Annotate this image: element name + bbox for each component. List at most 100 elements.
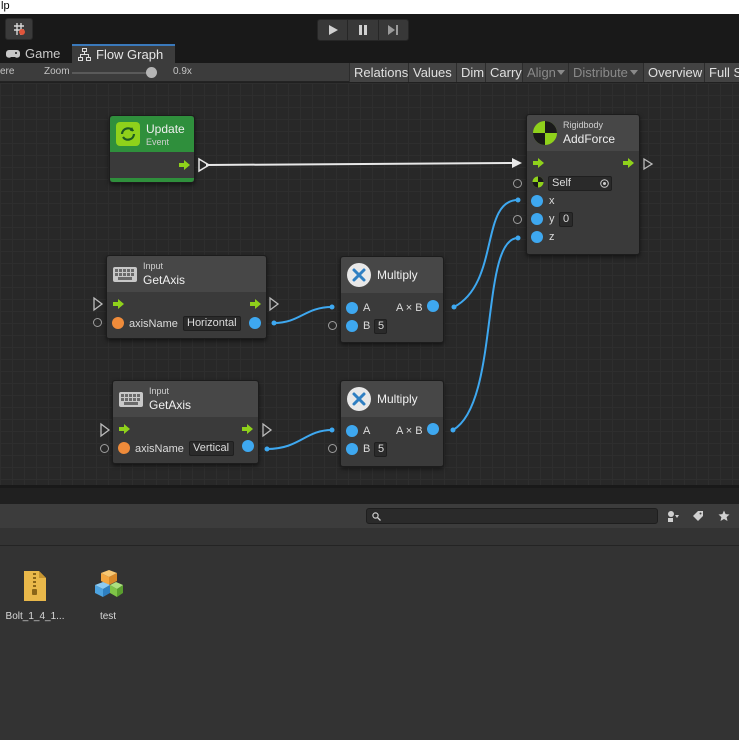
node-title: GetAxis — [143, 273, 186, 287]
keyboard-icon — [119, 392, 143, 407]
carry-button[interactable]: Carry — [485, 63, 526, 82]
axisname-input-port[interactable] — [118, 442, 130, 454]
align-dropdown[interactable]: Align — [522, 63, 572, 82]
axisname-field[interactable]: Horizontal — [183, 316, 241, 331]
align-label: Align — [527, 65, 556, 80]
target-value: Self — [552, 177, 571, 189]
node-title: AddForce — [563, 132, 616, 146]
update-loop-icon — [116, 122, 140, 146]
flow-graph-icon — [78, 48, 91, 61]
getaxis-vertical-node[interactable]: Input GetAxis axisName Vertical — [112, 380, 259, 464]
play-icon — [328, 25, 338, 35]
tab-flow-graph[interactable]: Flow Graph — [72, 44, 175, 63]
pause-icon — [358, 25, 367, 35]
port-label-z: z — [549, 231, 555, 243]
control-input-icon[interactable] — [119, 424, 130, 434]
search-input[interactable] — [366, 508, 658, 524]
param-label: axisName — [129, 318, 178, 330]
fullscreen-button[interactable]: Full S — [704, 63, 739, 82]
zoom-slider-thumb[interactable] — [146, 67, 157, 78]
step-button[interactable] — [379, 20, 408, 40]
b-default-port[interactable] — [328, 321, 337, 330]
window-tabs: Game Flow Graph — [0, 44, 739, 63]
y-default-port[interactable] — [513, 215, 522, 224]
control-output-icon[interactable] — [242, 424, 253, 434]
port-label-b: B — [363, 443, 371, 455]
a-input-port[interactable] — [346, 425, 358, 437]
y-input-port[interactable] — [531, 213, 543, 225]
b-input-port[interactable] — [346, 443, 358, 455]
output-label: A × B — [396, 425, 423, 437]
project-toolbar — [0, 504, 739, 528]
target-default-port[interactable] — [513, 179, 522, 188]
asset-item[interactable]: test — [73, 570, 143, 622]
node-title: Multiply — [377, 268, 418, 282]
step-icon — [388, 25, 399, 35]
filter-by-type-button[interactable] — [664, 508, 682, 524]
product-output-port[interactable] — [427, 423, 439, 435]
b-input-port[interactable] — [346, 320, 358, 332]
asset-item[interactable]: Bolt_1_4_1... — [0, 570, 70, 622]
relations-button[interactable]: Relations — [349, 63, 413, 82]
node-header: Multiply — [341, 381, 443, 417]
collab-icon — [14, 23, 25, 35]
x-input-port[interactable] — [531, 195, 543, 207]
value-wire — [273, 306, 333, 324]
node-header: Input GetAxis — [107, 256, 266, 292]
y-value-field[interactable]: 0 — [559, 212, 573, 227]
value-wire — [453, 199, 519, 308]
panel-divider[interactable] — [0, 485, 739, 488]
search-icon — [372, 512, 381, 521]
z-input-port[interactable] — [531, 231, 543, 243]
axisname-default-port[interactable] — [93, 318, 102, 327]
getaxis-horizontal-node[interactable]: Input GetAxis axisName Horizontal — [106, 255, 267, 339]
control-output-icon[interactable] — [623, 158, 634, 168]
output-label: A × B — [396, 302, 423, 314]
update-event-node[interactable]: Update Event — [109, 115, 195, 183]
filter-type-icon — [667, 510, 679, 522]
control-input-icon[interactable] — [113, 299, 124, 309]
control-output-icon[interactable] — [179, 160, 190, 170]
chevron-down-icon — [557, 70, 565, 75]
b-value-field[interactable]: 5 — [374, 319, 387, 334]
node-header: Rigidbody AddForce — [527, 115, 639, 151]
collab-button[interactable] — [5, 18, 33, 40]
asset-name: test — [99, 611, 117, 622]
object-picker-icon[interactable] — [600, 179, 609, 188]
multiply-node-1[interactable]: Multiply A A × B B 5 — [340, 256, 444, 343]
value-output-port[interactable] — [249, 317, 261, 329]
favorites-button[interactable] — [715, 508, 733, 524]
distribute-dropdown[interactable]: Distribute — [568, 63, 644, 82]
dim-button[interactable]: Dim — [456, 63, 489, 82]
distribute-label: Distribute — [573, 65, 628, 80]
axisname-input-port[interactable] — [112, 317, 124, 329]
axisname-field[interactable]: Vertical — [189, 441, 234, 456]
graph-canvas[interactable]: Update Event Rigidbody AddForce Self x y… — [0, 83, 739, 485]
b-value: 5 — [378, 443, 385, 455]
tab-game[interactable]: Game — [0, 44, 70, 63]
addforce-node[interactable]: Rigidbody AddForce Self x y 0 z — [526, 114, 640, 255]
control-input-icon[interactable] — [533, 158, 544, 168]
value-wire — [266, 429, 333, 450]
target-field[interactable]: Self — [548, 176, 612, 191]
menu-item-fragment[interactable]: lp — [1, 0, 10, 12]
asset-name: Bolt_1_4_1... — [5, 611, 65, 622]
tab-label: Game — [25, 46, 61, 61]
overview-button[interactable]: Overview — [643, 63, 707, 82]
zoom-slider[interactable] — [72, 72, 156, 74]
tag-icon — [693, 511, 703, 521]
b-default-port[interactable] — [328, 444, 337, 453]
pause-button[interactable] — [348, 20, 379, 40]
product-output-port[interactable] — [427, 300, 439, 312]
values-button[interactable]: Values — [408, 63, 456, 82]
play-button[interactable] — [318, 20, 349, 40]
node-title: Update — [146, 122, 185, 136]
axisname-default-port[interactable] — [100, 444, 109, 453]
param-label: axisName — [135, 443, 184, 455]
filter-by-label-button[interactable] — [689, 508, 707, 524]
control-output-icon[interactable] — [250, 299, 261, 309]
value-output-port[interactable] — [242, 440, 254, 452]
b-value-field[interactable]: 5 — [374, 442, 387, 457]
a-input-port[interactable] — [346, 302, 358, 314]
multiply-node-2[interactable]: Multiply A A × B B 5 — [340, 380, 444, 467]
